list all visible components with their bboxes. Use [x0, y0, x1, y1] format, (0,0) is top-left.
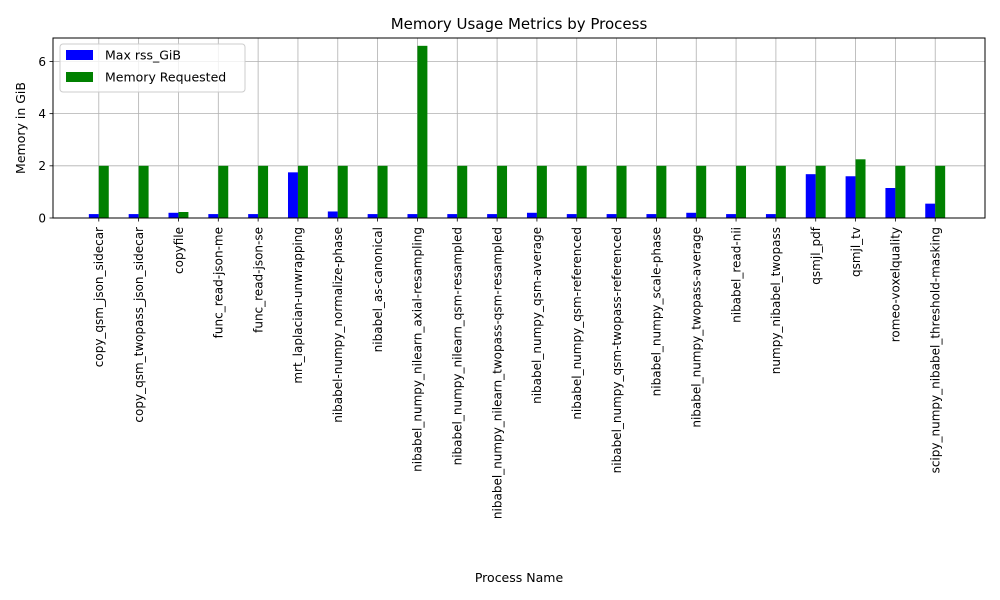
bar-max-rss-gib-romeo-voxelquality	[885, 188, 896, 218]
y-axis: 0 2 4 6	[38, 55, 53, 225]
x-tick-label-copyfile: copyfile	[172, 227, 186, 274]
bar-memory-requested-nibabel-numpy-nilearn-twopass-qsm-resampled	[497, 165, 508, 218]
x-tick-label-scipy-numpy-nibabel-threshold-masking: scipy_numpy_nibabel_threshold-masking	[929, 227, 943, 473]
bar-memory-requested-scipy-numpy-nibabel-threshold-masking	[935, 165, 946, 218]
bar-max-rss-gib-numpy-nibabel-twopass	[765, 214, 776, 218]
legend-swatch-memory-requested	[66, 72, 93, 82]
y-tick-label: 0	[38, 211, 46, 225]
x-tick-label-nibabel-numpy-scale-phase: nibabel_numpy_scale-phase	[650, 227, 664, 396]
x-tick-label-nibabel-numpy-nilearn-axial-resampling: nibabel_numpy_nilearn_axial-resampling	[411, 227, 425, 472]
bar-memory-requested-numpy-nibabel-twopass	[775, 165, 786, 218]
x-tick-label-nibabel-numpy-qsm-referenced: nibabel_numpy_qsm-referenced	[570, 227, 584, 420]
bar-max-rss-gib-nibabel-numpy-normalize-phase	[327, 211, 338, 218]
bar-max-rss-gib-qsmjl-tv	[845, 176, 856, 218]
bar-memory-requested-qsmjl-tv	[855, 159, 866, 218]
bar-max-rss-gib-nibabel-numpy-qsm-referenced	[566, 214, 577, 218]
bar-max-rss-gib-nibabel-read-nii	[726, 214, 737, 218]
legend-label-memory-requested: Memory Requested	[105, 70, 226, 85]
x-tick-label-nibabel-numpy-twopass-average: nibabel_numpy_twopass-average	[690, 227, 704, 428]
bar-max-rss-gib-mrt-laplacian-unwrapping	[287, 172, 298, 218]
bar-max-rss-gib-nibabel-as-canonical	[367, 214, 378, 218]
x-tick-label-qsmjl-pdf: qsmjl_pdf	[809, 226, 823, 284]
x-tick-label-nibabel-numpy-qsm-average: nibabel_numpy_qsm-average	[530, 227, 544, 404]
bar-memory-requested-copy-qsm-json-sidecar	[98, 165, 109, 218]
x-tick-label-nibabel-numpy-qsm-twopass-referenced: nibabel_numpy_qsm-twopass-referenced	[610, 227, 624, 473]
y-tick-label: 4	[38, 107, 46, 121]
x-tick-label-func-read-json-se: func_read-json-se	[251, 227, 265, 333]
legend-swatch-max-rss	[66, 50, 93, 60]
x-tick-label-copy-qsm-twopass-json-sidecar: copy_qsm_twopass_json_sidecar	[132, 227, 146, 423]
legend: Max rss_GiB Memory Requested	[59, 43, 246, 93]
bar-memory-requested-nibabel-numpy-scale-phase	[656, 165, 667, 218]
bar-max-rss-gib-nibabel-numpy-twopass-average	[686, 212, 697, 218]
y-tick-label: 2	[38, 159, 46, 173]
bar-max-rss-gib-copyfile	[168, 212, 179, 218]
bar-memory-requested-copy-qsm-twopass-json-sidecar	[138, 165, 149, 218]
bar-memory-requested-qsmjl-pdf	[815, 165, 826, 218]
x-tick-label-copy-qsm-json-sidecar: copy_qsm_json_sidecar	[92, 227, 106, 367]
bar-max-rss-gib-copy-qsm-json-sidecar	[88, 214, 99, 218]
bar-memory-requested-nibabel-numpy-qsm-average	[536, 165, 547, 218]
bar-memory-requested-nibabel-numpy-normalize-phase	[337, 165, 348, 218]
bar-max-rss-gib-nibabel-numpy-qsm-twopass-referenced	[606, 214, 617, 218]
bar-memory-requested-nibabel-numpy-qsm-twopass-referenced	[616, 165, 627, 218]
bar-memory-requested-nibabel-numpy-nilearn-qsm-resampled	[457, 165, 468, 218]
bar-memory-requested-copyfile	[178, 212, 189, 218]
bar-memory-requested-romeo-voxelquality	[895, 165, 906, 218]
x-tick-label-nibabel-numpy-nilearn-twopass-qsm-resampled: nibabel_numpy_nilearn_twopass-qsm-resamp…	[490, 227, 504, 519]
x-tick-label-romeo-voxelquality: romeo-voxelquality	[889, 227, 903, 342]
bar-memory-requested-nibabel-numpy-qsm-referenced	[576, 165, 587, 218]
bar-memory-requested-mrt-laplacian-unwrapping	[297, 165, 308, 218]
bar-max-rss-gib-nibabel-numpy-nilearn-twopass-qsm-resampled	[487, 214, 498, 218]
bar-max-rss-gib-func-read-json-me	[208, 214, 219, 218]
bars-layer	[88, 45, 946, 219]
bar-max-rss-gib-nibabel-numpy-nilearn-axial-resampling	[407, 214, 418, 218]
bar-memory-requested-nibabel-read-nii	[736, 165, 747, 218]
x-tick-label-nibabel-read-nii: nibabel_read-nii	[729, 227, 743, 323]
bar-max-rss-gib-copy-qsm-twopass-json-sidecar	[128, 214, 139, 218]
x-tick-label-numpy-nibabel-twopass: numpy_nibabel_twopass	[769, 227, 783, 374]
x-tick-label-nibabel-numpy-normalize-phase: nibabel-numpy_normalize-phase	[331, 227, 345, 423]
x-axis: copy_qsm_json_sidecar copy_qsm_twopass_js…	[92, 218, 943, 519]
bar-max-rss-gib-nibabel-numpy-scale-phase	[646, 214, 657, 218]
bar-memory-requested-nibabel-numpy-twopass-average	[696, 165, 707, 218]
y-axis-label: Memory in GiB	[13, 82, 28, 174]
bar-max-rss-gib-scipy-numpy-nibabel-threshold-masking	[925, 203, 936, 218]
x-tick-label-nibabel-numpy-nilearn-qsm-resampled: nibabel_numpy_nilearn_qsm-resampled	[451, 227, 465, 465]
bar-max-rss-gib-nibabel-numpy-nilearn-qsm-resampled	[447, 214, 458, 218]
bar-memory-requested-func-read-json-me	[218, 165, 229, 218]
x-tick-label-mrt-laplacian-unwrapping: mrt_laplacian-unwrapping	[291, 227, 305, 384]
y-tick-label: 6	[38, 55, 46, 69]
bar-memory-requested-func-read-json-se	[258, 165, 269, 218]
bar-max-rss-gib-qsmjl-pdf	[805, 174, 816, 218]
bar-max-rss-gib-func-read-json-se	[248, 214, 259, 218]
chart-title: Memory Usage Metrics by Process	[391, 15, 648, 33]
x-axis-label: Process Name	[475, 570, 564, 585]
bar-max-rss-gib-nibabel-numpy-qsm-average	[526, 212, 537, 218]
plot-frame	[52, 37, 986, 219]
bar-memory-requested-nibabel-as-canonical	[377, 165, 388, 218]
x-tick-label-qsmjl-tv: qsmjl_tv	[849, 227, 863, 277]
bar-memory-requested-nibabel-numpy-nilearn-axial-resampling	[417, 45, 428, 219]
x-tick-label-func-read-json-me: func_read-json-me	[212, 227, 226, 338]
legend-label-max-rss: Max rss_GiB	[105, 48, 181, 63]
legend-box	[59, 43, 246, 93]
x-tick-label-nibabel-as-canonical: nibabel_as-canonical	[371, 227, 385, 352]
